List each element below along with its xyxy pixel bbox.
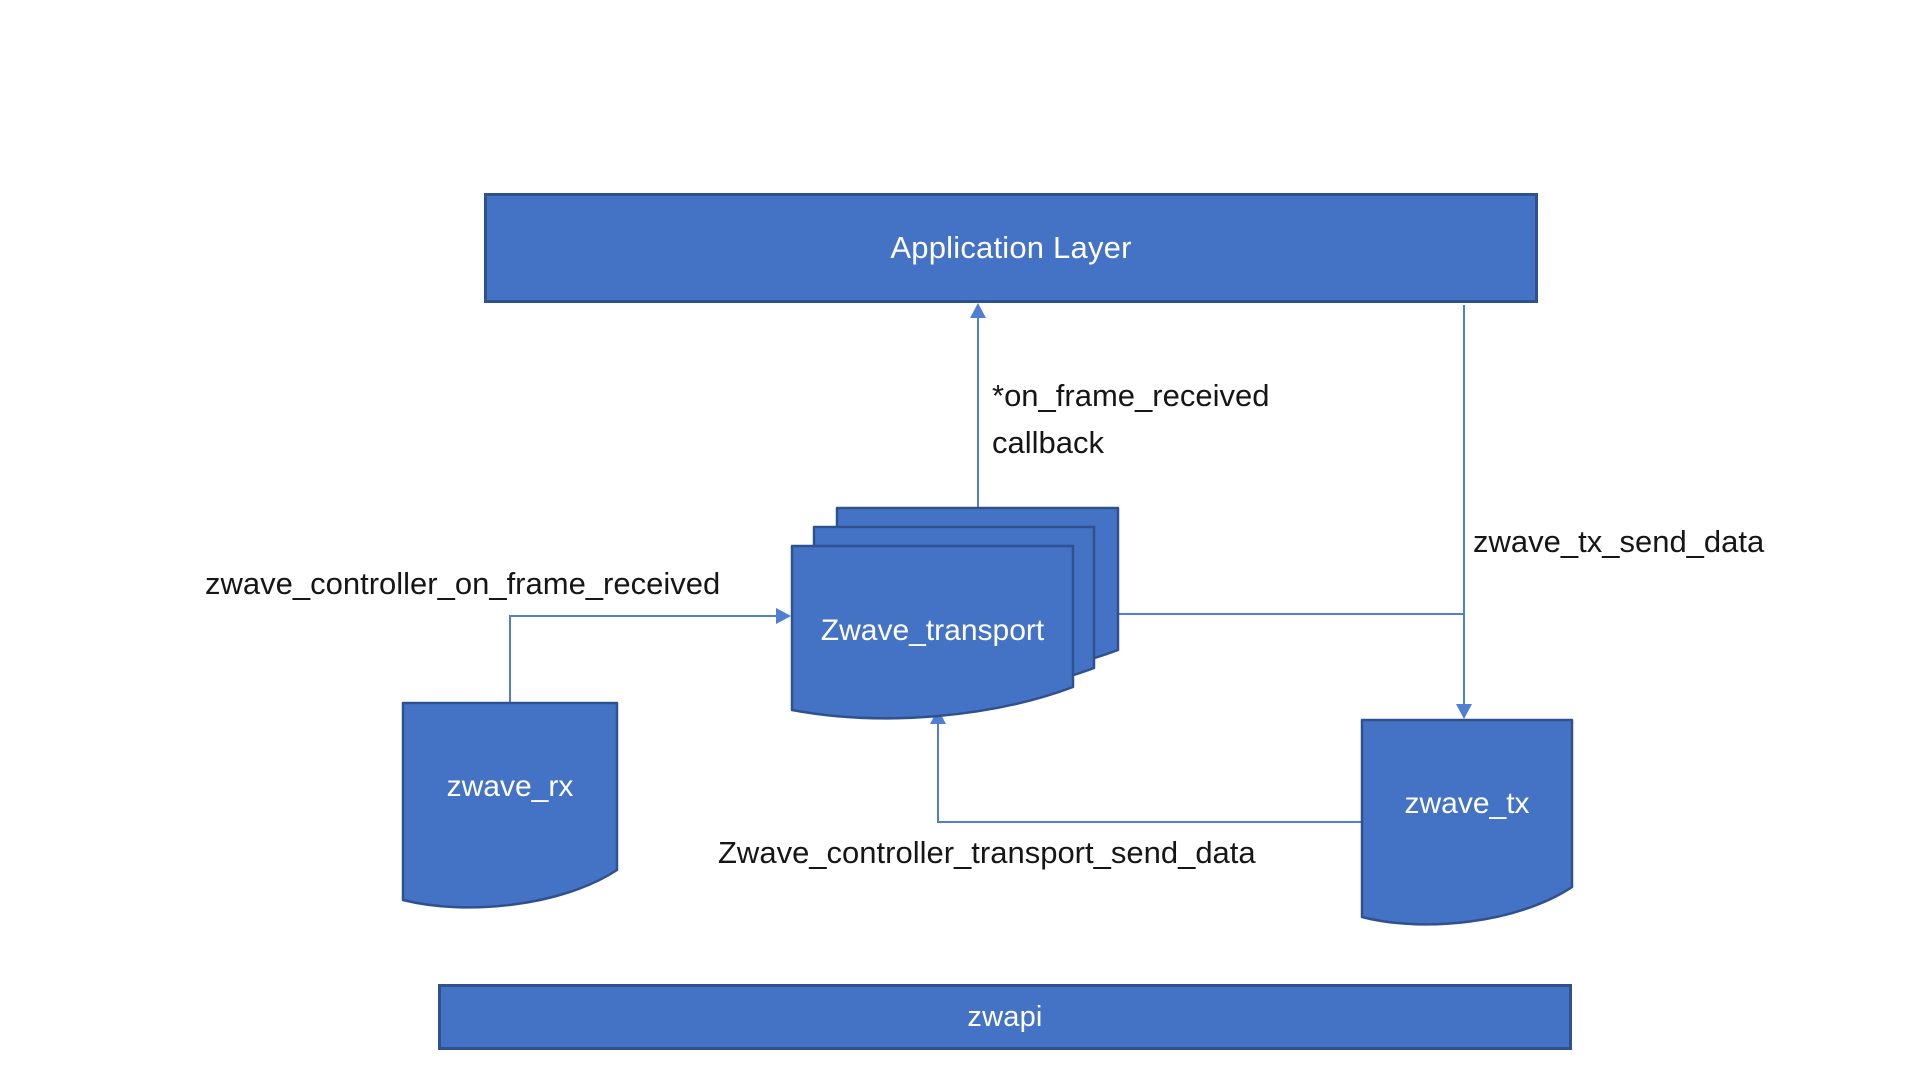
zwapi-node: zwapi bbox=[438, 984, 1572, 1050]
edge-rx-to-transport-line bbox=[509, 615, 779, 703]
zwave-rx-doc-shape bbox=[401, 701, 619, 909]
edge-label-on-frame-received-line2: callback bbox=[992, 425, 1104, 460]
edge-rx-to-transport-arrowhead bbox=[776, 608, 791, 624]
edge-app-to-tx-arrowhead bbox=[1456, 704, 1472, 719]
edge-label-zwave-controller-on-frame-received: zwave_controller_on_frame_received bbox=[205, 566, 721, 601]
edge-label-on-frame-received-line1: *on_frame_received bbox=[992, 378, 1270, 413]
zwapi-label: zwapi bbox=[967, 1000, 1043, 1033]
edge-label-on-frame-received-callback: *on_frame_received callback bbox=[992, 372, 1269, 466]
edge-tx-to-transport-line bbox=[937, 723, 1362, 823]
edge-transport-to-app-arrowhead bbox=[970, 303, 986, 318]
edge-label-zwave-tx-send-data: zwave_tx_send_data bbox=[1473, 524, 1765, 559]
zwave-tx-doc-shape bbox=[1360, 718, 1574, 926]
zwave-transport-doc-front bbox=[790, 544, 1075, 720]
application-layer-label: Application Layer bbox=[890, 230, 1132, 265]
application-layer-node: Application Layer bbox=[484, 193, 1538, 303]
edge-label-zwave-controller-transport-send-data: Zwave_controller_transport_send_data bbox=[718, 835, 1256, 870]
